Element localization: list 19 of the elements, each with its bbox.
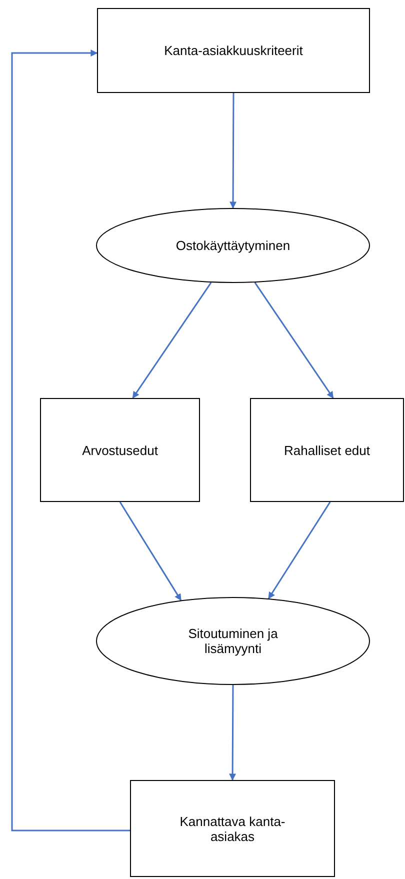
arrow	[119, 502, 182, 601]
process-box	[130, 780, 335, 877]
node-label: Rahalliset edut	[283, 442, 371, 458]
arrow	[268, 502, 331, 600]
arrow	[229, 685, 236, 781]
node-label: Kanta-asiakkuuskriteerit	[163, 43, 304, 58]
node-label: Arvostusedut	[81, 442, 159, 458]
node-label: Ostokäyttäytyminen	[174, 238, 292, 253]
process-ellipse	[96, 208, 370, 283]
process-box	[40, 398, 200, 502]
arrow	[132, 282, 212, 399]
arrow	[11, 50, 130, 832]
process-box	[250, 398, 404, 502]
arrow	[254, 282, 334, 399]
arrow	[230, 93, 237, 209]
node-label: Kannattava kanta-asiakas	[178, 814, 286, 844]
node-label: Sitoutuminen ja lisämyynti	[187, 626, 279, 656]
process-ellipse	[96, 597, 370, 685]
process-box	[97, 8, 370, 93]
